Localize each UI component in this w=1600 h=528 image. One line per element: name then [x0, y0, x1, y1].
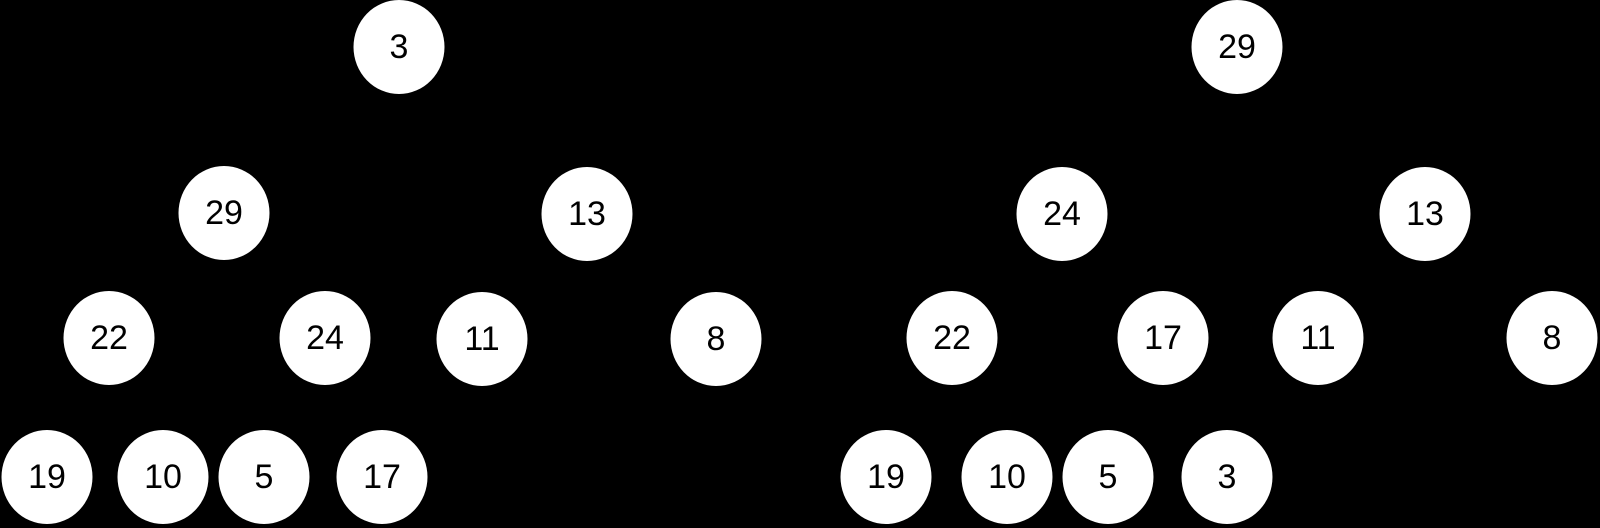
tree-node-3: 3 — [1181, 430, 1273, 524]
node-value: 19 — [867, 458, 905, 496]
tree-node-24: 24 — [279, 291, 371, 385]
node-value: 29 — [205, 194, 243, 232]
tree-node-24: 24 — [1016, 167, 1108, 261]
node-value: 11 — [464, 320, 500, 358]
node-value: 17 — [363, 458, 401, 496]
edge-remnant-artifact — [245, 242, 258, 251]
node-value: 13 — [568, 195, 606, 233]
node-value: 5 — [254, 458, 274, 496]
tree-node-8: 8 — [1506, 291, 1598, 385]
tree-node-19: 19 — [1, 430, 93, 524]
node-value: 22 — [90, 319, 128, 357]
tree-node-3: 3 — [353, 0, 445, 94]
node-value: 5 — [1098, 458, 1118, 496]
node-value: 11 — [1300, 319, 1336, 357]
node-value: 8 — [706, 320, 726, 358]
node-value: 3 — [1217, 458, 1237, 496]
node-value: 22 — [933, 319, 971, 357]
tree-node-17: 17 — [336, 430, 428, 524]
node-value: 10 — [988, 458, 1026, 496]
tree-node-29: 29 — [178, 166, 270, 260]
tree-node-11: 11 — [1272, 291, 1364, 385]
tree-node-19: 19 — [840, 430, 932, 524]
node-value: 17 — [1144, 319, 1182, 357]
tree-node-13: 13 — [541, 167, 633, 261]
node-value: 10 — [144, 458, 182, 496]
tree-node-11: 11 — [436, 292, 528, 386]
tree-node-10: 10 — [117, 430, 209, 524]
tree-node-8: 8 — [670, 292, 762, 386]
tree-node-17: 17 — [1117, 291, 1209, 385]
node-value: 29 — [1218, 28, 1256, 66]
tree-node-22: 22 — [63, 291, 155, 385]
node-value: 19 — [28, 458, 66, 496]
node-value: 8 — [1542, 319, 1562, 357]
edge-remnant-artifact — [1080, 243, 1093, 252]
node-value: 24 — [1043, 195, 1081, 233]
tree-node-13: 13 — [1379, 167, 1471, 261]
node-value: 24 — [306, 319, 344, 357]
tree-node-10: 10 — [961, 430, 1053, 524]
node-value: 13 — [1406, 195, 1444, 233]
tree-node-29: 29 — [1191, 0, 1283, 94]
tree-node-22: 22 — [906, 291, 998, 385]
tree-node-5: 5 — [1062, 430, 1154, 524]
node-value: 3 — [389, 28, 409, 66]
tree-node-5: 5 — [218, 430, 310, 524]
